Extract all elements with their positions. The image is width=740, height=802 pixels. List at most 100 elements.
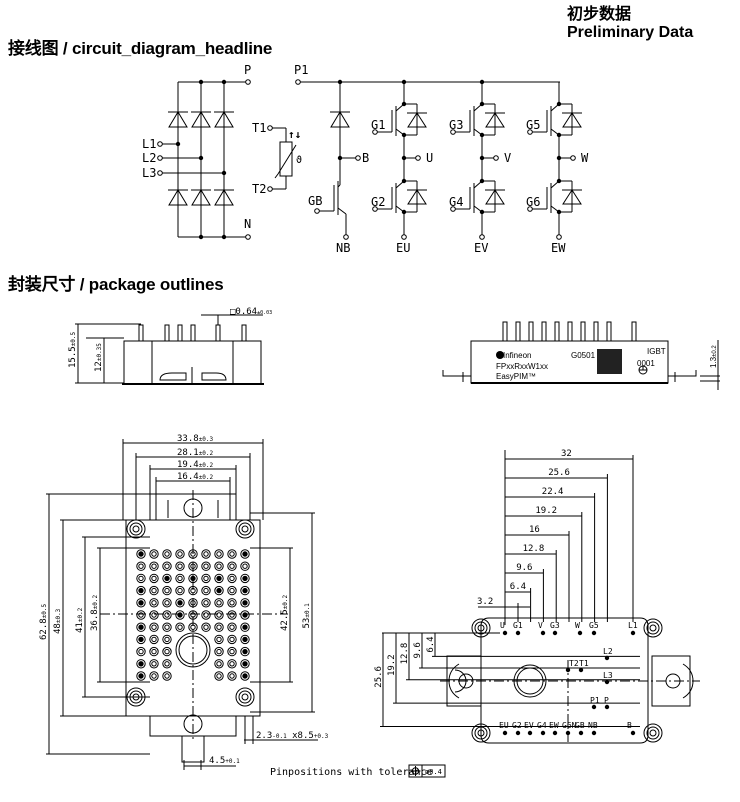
pin — [241, 324, 247, 342]
gate-label: G4 — [449, 195, 463, 209]
tolerance-note: Pinpositions with tolerance — [270, 767, 433, 778]
pin-position — [149, 561, 159, 571]
terminal — [527, 129, 533, 135]
x-dimension-label: 6.4 — [510, 582, 526, 592]
pin-center — [177, 600, 183, 606]
pin-position — [214, 671, 224, 681]
pin-center — [138, 636, 144, 643]
mount-hole — [471, 723, 491, 743]
pin-position — [149, 573, 159, 584]
pin-center — [216, 612, 222, 618]
junction-dot — [578, 730, 584, 736]
pin-label: EV — [524, 721, 534, 730]
junction-dot — [540, 730, 546, 736]
x-dimension-label: 32 — [561, 449, 572, 459]
hole-dimension-label: 2.3-0.1 x8.5+0.3 — [256, 731, 329, 741]
igbt-high-side — [372, 101, 427, 138]
width-dimension-label: 19.4±0.2 — [177, 460, 214, 470]
pin-position — [201, 610, 211, 620]
pin-center — [229, 624, 235, 630]
pin-position — [240, 549, 250, 559]
dim-height-total: 15.5±0.5 — [68, 331, 78, 368]
pin-center — [242, 575, 248, 582]
junction-dot — [604, 679, 610, 685]
terminal — [479, 234, 485, 240]
pin-position — [136, 573, 146, 584]
pin-position — [240, 585, 250, 596]
pin-label: GB — [575, 721, 585, 730]
pin-position — [136, 634, 146, 645]
pin-center — [138, 624, 144, 630]
pin-center — [229, 587, 235, 594]
mount-hole-core — [477, 729, 485, 737]
mount-hole-inner — [238, 522, 252, 536]
pin-center — [203, 587, 209, 594]
pin-position — [175, 585, 185, 596]
junction-dot — [591, 630, 597, 636]
pin — [631, 321, 637, 342]
igbt-high-side — [527, 101, 582, 138]
pin-center — [242, 673, 248, 679]
pin-center — [216, 624, 222, 630]
junction-dot — [515, 730, 521, 736]
pin-position — [214, 549, 224, 559]
pin-position — [227, 585, 237, 596]
junction-dot — [591, 704, 597, 710]
pin-position — [136, 622, 146, 632]
pin-position — [162, 622, 172, 632]
pin-position — [227, 610, 237, 620]
pin-position — [240, 573, 250, 584]
junction-dot — [552, 630, 558, 636]
width-dimension-label: 28.1±0.2 — [177, 448, 214, 458]
pin-position — [214, 598, 224, 608]
pin-label: G3 — [550, 621, 560, 630]
x-dimension-label: 12.8 — [523, 544, 545, 554]
pin-label: G2 — [512, 721, 522, 730]
gate-label: G2 — [371, 195, 385, 209]
pin-center — [242, 563, 248, 569]
mount-hole-core — [649, 624, 657, 632]
mount-hole-inner — [646, 726, 660, 740]
pin-center — [229, 673, 235, 679]
label-T2: T2 — [252, 182, 266, 196]
pin-position — [149, 622, 159, 632]
height-dimension-label: 42.5±0.2 — [280, 594, 290, 631]
mount-hole-inner — [646, 621, 660, 635]
pin-center — [216, 661, 222, 667]
pin-center — [229, 563, 235, 569]
position-tolerance-frame — [408, 764, 446, 778]
pin-center — [177, 575, 183, 582]
pin-position — [136, 585, 146, 596]
pin-position — [214, 622, 224, 632]
width-dimension-label: 16.4±0.2 — [177, 472, 214, 482]
pin-position — [162, 585, 172, 596]
pin-position — [214, 610, 224, 620]
pin-position — [227, 646, 237, 657]
pin-position — [227, 634, 237, 645]
pin-label: L2 — [603, 647, 613, 656]
pin-center — [177, 587, 183, 594]
mount-hole-core — [477, 624, 485, 632]
gate-label: G1 — [371, 118, 385, 132]
pin-center — [203, 551, 209, 557]
freewheel-diode — [562, 112, 582, 128]
label-P1: P1 — [294, 63, 308, 77]
pin-center — [242, 600, 248, 606]
pin-center — [138, 661, 144, 667]
junction-dot — [502, 630, 508, 636]
pin-center — [164, 624, 170, 630]
tolerance-value: ø0.4 — [425, 768, 442, 776]
pin-center — [138, 551, 144, 557]
pin-center — [138, 673, 144, 679]
pin-position — [227, 598, 237, 608]
package-outlines-title: 封装尺寸 / package outlines — [8, 275, 224, 294]
pin-position — [240, 646, 250, 657]
pin-position — [136, 646, 146, 657]
pin-label: NB — [588, 721, 598, 730]
y-dimension-label: 12.8 — [400, 643, 410, 665]
pin-center — [242, 624, 248, 630]
pin-center — [177, 563, 183, 569]
pin-position — [227, 561, 237, 571]
junction-dot — [630, 630, 636, 636]
pin-position — [136, 598, 146, 608]
